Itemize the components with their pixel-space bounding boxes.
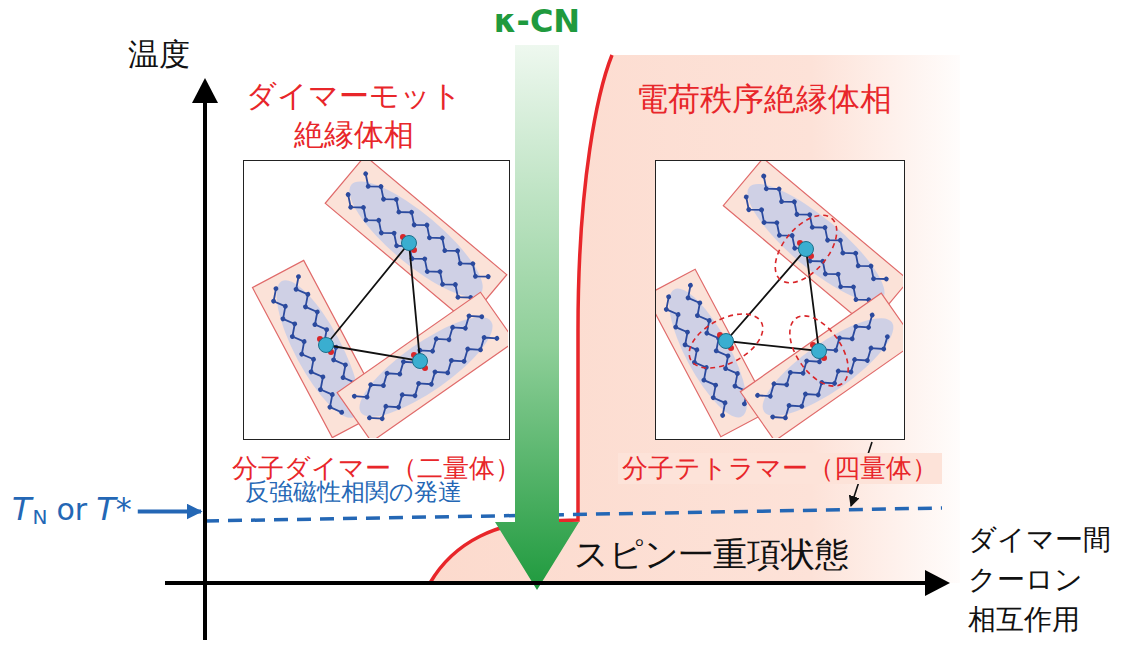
inset-caption: 分子テトラマー（四量体）: [618, 453, 942, 484]
temperature-symbol: T*: [96, 490, 132, 528]
molecule-block: [337, 292, 508, 438]
temperature-subscript: N: [33, 505, 48, 529]
state-label: スピン一重項状態: [574, 536, 849, 573]
tetramer-outline: [680, 303, 771, 379]
y-axis: [203, 98, 207, 640]
temperature-marker: TNorT*: [12, 490, 132, 529]
axis-label: 温度: [128, 36, 190, 73]
exchange-triangle: [726, 249, 819, 351]
tetramer-outline: [778, 306, 860, 397]
inset-caption: 分子ダイマー（二量体）: [228, 453, 525, 484]
molecule-block: [740, 293, 903, 438]
y-axis-head: [192, 78, 218, 103]
phase-label: ダイマーモット 絶縁体相: [241, 76, 466, 154]
phase-label: 電荷秩序絶縁体相: [636, 80, 892, 118]
spin-site: [719, 334, 734, 349]
axis-label: ダイマー間 クーロン 相互作用: [968, 520, 1116, 640]
x-axis-head: [925, 570, 950, 596]
spin-site: [402, 236, 417, 251]
spin-site: [319, 338, 334, 353]
molecule-illustration: [244, 161, 508, 438]
molecule-illustration: [656, 161, 903, 438]
spin-site: [812, 344, 827, 359]
material-label: κ-CN: [494, 2, 580, 40]
temperature-symbol: T: [12, 490, 32, 528]
structure-inset: 分子テトラマー（四量体）: [655, 160, 905, 440]
molecule-block: [656, 269, 770, 437]
tetramer-outline: [763, 204, 848, 294]
marker-arrow: [138, 510, 201, 514]
connector-word: or: [57, 492, 88, 527]
exchange-triangle: [326, 243, 420, 361]
crossover-dashed-line: [205, 508, 942, 521]
spin-site: [799, 242, 814, 257]
spin-site: [413, 354, 428, 369]
structure-inset: 分子ダイマー（二量体）: [243, 160, 510, 440]
x-axis: [165, 581, 928, 585]
